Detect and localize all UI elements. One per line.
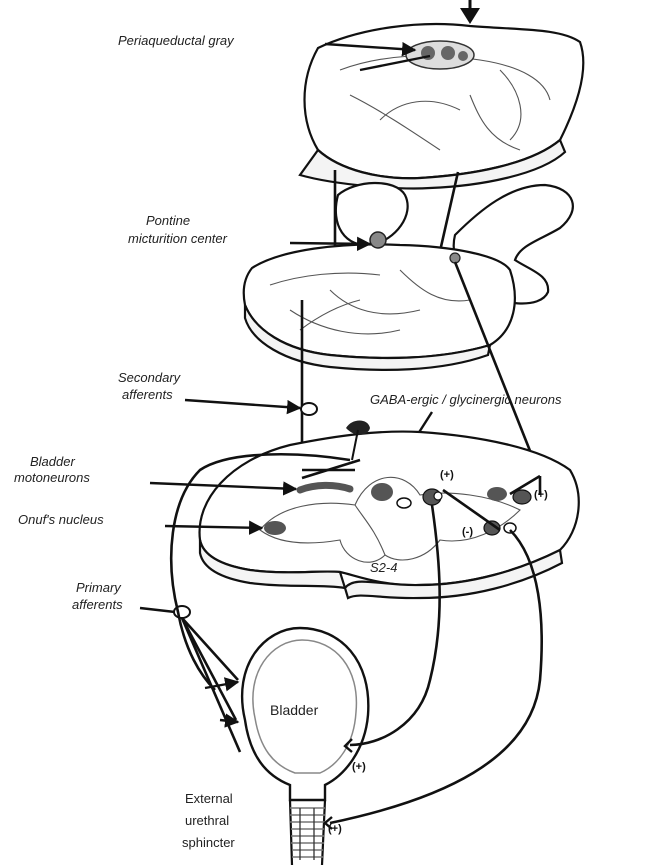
secondary-afferent-synapse [301, 403, 317, 415]
pmc-pointer-arrow [290, 243, 370, 244]
right-nucleus-a [487, 487, 507, 501]
label-primary-afferents: afferents [72, 597, 123, 612]
sign-plus-spinal-right: (+) [534, 489, 548, 501]
label-sphincter: sphincter [182, 835, 235, 850]
label-secondary-afferents: afferents [122, 387, 173, 402]
sign-plus-sphincter: (+) [328, 823, 342, 835]
right-nucleus-b [513, 490, 531, 504]
label-periaqueductal-gray: Periaqueductal gray [118, 33, 235, 48]
label-pontine: Pontine [146, 213, 190, 228]
onufs-nucleus-left [264, 521, 286, 535]
sign-plus-bladder: (+) [352, 761, 366, 773]
label-urethral: urethral [185, 813, 229, 828]
midbrain-section [300, 24, 583, 188]
label-spinal-level: S2-4 [370, 560, 397, 575]
secondary-afferents-arrow [185, 400, 300, 408]
gaba-neuron-cell [371, 483, 393, 501]
label-onufs-nucleus: Onuf's nucleus [18, 512, 104, 527]
label-bladder: Bladder [30, 454, 75, 469]
label-secondary: Secondary [118, 370, 182, 385]
urethra-sphincter [290, 800, 325, 865]
label-primary: Primary [76, 580, 122, 595]
sign-minus-spinal: (-) [462, 526, 473, 538]
primary-afferents-pointer [140, 608, 175, 612]
sign-plus-spinal-upper: (+) [440, 469, 454, 481]
label-motoneurons: motoneurons [14, 470, 90, 485]
label-gaba-neurons: GABA-ergic / glycinergic neurons [370, 392, 562, 407]
label-bladder-organ: Bladder [270, 702, 319, 718]
pmc-nucleus [370, 232, 386, 248]
label-external: External [185, 791, 233, 806]
pons-section [244, 183, 573, 370]
top-descending-arrow [460, 0, 480, 24]
label-micturition-center: micturition center [128, 231, 228, 246]
